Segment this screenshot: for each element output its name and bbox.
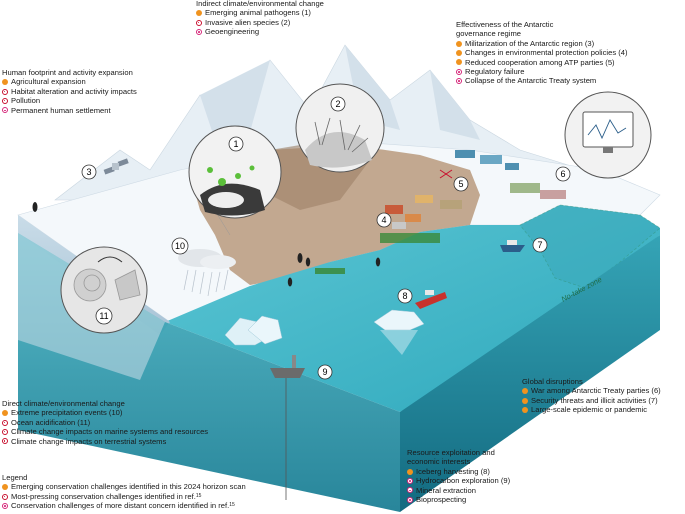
legend-title: Legend xyxy=(2,473,28,482)
legend-item: Emerging conservation challenges identif… xyxy=(2,482,246,491)
orange-marker-icon xyxy=(456,40,462,47)
marker-1: 1 xyxy=(233,139,238,149)
list-item: Regulatory failure xyxy=(456,67,628,76)
marker-2: 2 xyxy=(335,99,340,109)
list-item: Hydrocarbon exploration (9) xyxy=(407,476,510,485)
orange-marker-icon xyxy=(522,388,528,395)
orange-marker-icon xyxy=(2,410,8,417)
group-governance: Effectiveness of the Antarctic governanc… xyxy=(456,20,628,86)
group-footprint-title: Human footprint and activity expansion xyxy=(2,68,133,77)
legend-ref-sup: 15 xyxy=(229,502,235,509)
legend-ref-sup: 15 xyxy=(195,492,202,499)
group-indirect-title: Indirect climate/environmental change xyxy=(196,0,324,8)
list-item: Reduced cooperation among ATP parties (5… xyxy=(456,58,628,67)
orange-marker-icon xyxy=(2,484,8,491)
list-item: Climate change impacts on terrestrial sy… xyxy=(2,437,208,446)
list-item: Iceberg harvesting (8) xyxy=(407,467,510,476)
red-marker-icon xyxy=(196,19,202,26)
red-marker-icon xyxy=(2,438,8,445)
pink-marker-icon xyxy=(2,502,8,509)
pink-marker-icon xyxy=(456,78,462,85)
legend-item: Conservation challenges of more distant … xyxy=(2,501,246,510)
list-item: Security threats and illicit activities … xyxy=(522,396,661,405)
pink-marker-icon xyxy=(196,28,202,35)
zoom-circle-shells xyxy=(60,246,148,334)
marker-8: 8 xyxy=(402,291,407,301)
red-marker-icon xyxy=(2,428,8,435)
ocean-surface xyxy=(165,205,660,412)
group-resource-exploitation: Resource exploitation and economic inter… xyxy=(407,448,510,504)
marker-11: 11 xyxy=(99,311,108,321)
orange-marker-icon xyxy=(456,49,462,56)
pink-marker-icon xyxy=(407,496,413,503)
orange-marker-icon xyxy=(2,79,8,86)
legend: Legend Emerging conservation challenges … xyxy=(2,473,246,511)
group-direct-title: Direct climate/environmental change xyxy=(2,399,125,408)
marker-6: 6 xyxy=(560,169,565,179)
list-item: Invasive alien species (2) xyxy=(196,18,324,27)
rain-cloud xyxy=(178,249,236,297)
list-item: Habitat alteration and activity impacts xyxy=(2,87,137,96)
icebergs xyxy=(224,309,425,355)
marker-4: 4 xyxy=(381,215,386,225)
list-item: Agricultural expansion xyxy=(2,77,137,86)
list-item: Mineral extraction xyxy=(407,486,510,495)
orange-marker-icon xyxy=(196,10,202,17)
orange-marker-icon xyxy=(407,468,413,475)
list-item: Bioprospecting xyxy=(407,495,510,504)
group-global-disruptions: Global disruptions War among Antarctic T… xyxy=(522,377,661,415)
ships xyxy=(270,240,525,378)
orange-marker-icon xyxy=(522,406,528,413)
red-marker-icon xyxy=(2,419,8,426)
list-item: Permanent human settlement xyxy=(2,106,137,115)
number-markers: 1 2 3 4 5 6 7 8 9 10 11 xyxy=(81,96,571,380)
research-stations xyxy=(315,150,566,274)
group-governance-title-1: Effectiveness of the Antarctic xyxy=(456,20,554,29)
list-item: Ocean acidification (11) xyxy=(2,418,208,427)
list-item: Emerging animal pathogens (1) xyxy=(196,8,324,17)
marker-5: 5 xyxy=(458,179,463,189)
zoom-circle-invasive-plants xyxy=(295,83,385,173)
list-item: Collapse of the Antarctic Treaty system xyxy=(456,76,628,85)
list-item: Large-scale epidemic or pandemic xyxy=(522,405,661,414)
satellite xyxy=(103,158,129,175)
group-human-footprint: Human footprint and activity expansion A… xyxy=(2,68,137,115)
zoom-circle-pathogens xyxy=(188,125,282,236)
list-item: Pollution xyxy=(2,96,137,105)
list-item: Extreme precipitation events (10) xyxy=(2,408,208,417)
penguins xyxy=(32,202,381,287)
orange-marker-icon xyxy=(522,397,528,404)
red-marker-icon xyxy=(2,493,8,500)
group-global-title: Global disruptions xyxy=(522,377,583,386)
list-item: Climate change impacts on marine systems… xyxy=(2,427,208,436)
pink-marker-icon xyxy=(456,68,462,75)
group-indirect-change: Indirect climate/environmental change Em… xyxy=(196,0,324,37)
no-take-zone-area xyxy=(519,204,661,289)
group-direct-change: Direct climate/environmental change Extr… xyxy=(2,399,208,446)
zoom-circle-computer xyxy=(564,91,652,179)
legend-item: Most-pressing conservation challenges id… xyxy=(2,492,246,501)
marker-9: 9 xyxy=(322,367,327,377)
list-item: Militarization of the Antarctic region (… xyxy=(456,39,628,48)
group-resource-title-2: economic interests xyxy=(407,457,471,467)
orange-marker-icon xyxy=(456,59,462,66)
group-governance-title-2: governance regime xyxy=(456,29,522,39)
list-item: War among Antarctic Treaty parties (6) xyxy=(522,386,661,395)
ocean-side-face xyxy=(400,235,660,512)
red-marker-icon xyxy=(2,88,8,95)
list-item: Changes in environmental protection poli… xyxy=(456,48,628,57)
red-marker-icon xyxy=(2,97,8,104)
pink-marker-icon xyxy=(2,107,8,114)
list-item: Geoengineering xyxy=(196,27,324,36)
pink-marker-icon xyxy=(407,477,413,484)
marker-7: 7 xyxy=(537,240,542,250)
group-resource-title-1: Resource exploitation and xyxy=(407,448,495,457)
marker-3: 3 xyxy=(86,167,91,177)
marker-10: 10 xyxy=(175,241,185,251)
pink-marker-icon xyxy=(407,487,413,494)
